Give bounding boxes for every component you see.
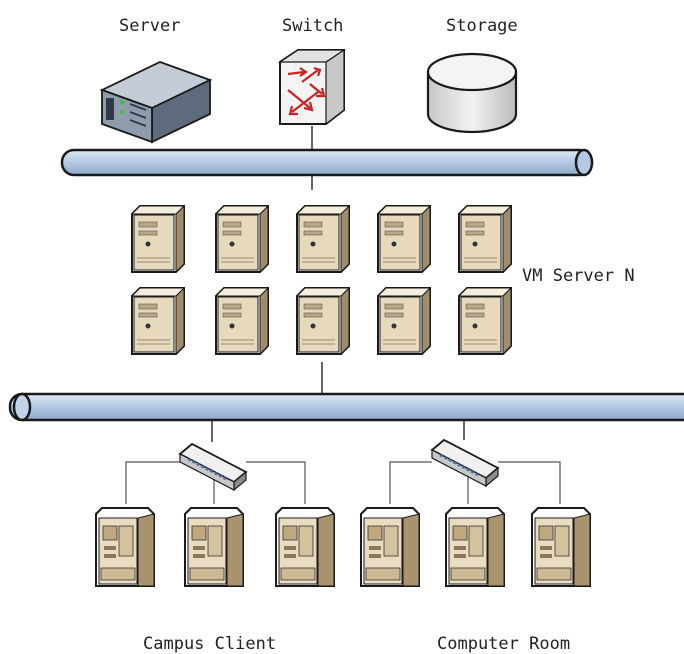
hub-icon <box>430 438 500 488</box>
vm-server-label: VM Server N <box>522 266 635 286</box>
hub-icon <box>178 442 248 492</box>
desktop-pc-icon <box>360 507 420 587</box>
storage-cylinder-icon <box>426 52 518 134</box>
tower-server-icon <box>215 205 269 273</box>
computer-room-wiring <box>389 461 561 504</box>
desktop-pc-icon <box>275 507 335 587</box>
server-label: Server <box>119 16 181 36</box>
tower-server-icon <box>377 205 431 273</box>
tower-server-icon <box>296 287 350 355</box>
campus-client-label: Campus Client <box>143 634 277 654</box>
rack-server-icon <box>99 61 213 144</box>
vm-server-cluster <box>131 205 512 355</box>
tower-server-icon <box>458 287 512 355</box>
lower-network-bus <box>8 392 684 422</box>
computer-room-label: Computer Room <box>437 634 571 654</box>
desktop-pc-icon <box>95 507 155 587</box>
upper-network-bus <box>60 148 594 177</box>
desktop-pc-icon <box>184 507 244 587</box>
tower-server-icon <box>131 287 185 355</box>
tower-server-icon <box>131 205 185 273</box>
switch-label: Switch <box>282 16 344 36</box>
tower-server-icon <box>296 205 350 273</box>
desktop-pc-icon <box>531 507 591 587</box>
tower-server-icon <box>458 205 512 273</box>
desktop-pc-icon <box>445 507 505 587</box>
tower-server-icon <box>215 287 269 355</box>
storage-label: Storage <box>446 16 518 36</box>
tower-server-icon <box>377 287 431 355</box>
network-switch-icon <box>278 48 346 126</box>
